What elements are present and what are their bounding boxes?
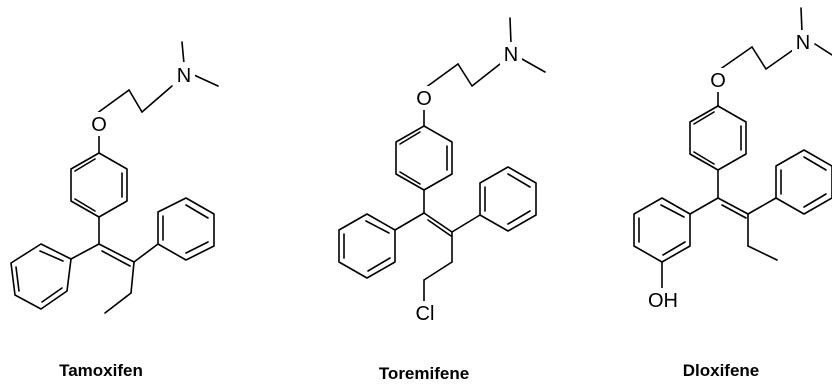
side-chain-tamoxifen	[95, 41, 219, 115]
phenyl-ring-para	[395, 125, 453, 191]
alkene-core	[70, 216, 159, 314]
phenyl-ring-right	[775, 149, 832, 215]
oxygen-label: O	[91, 114, 107, 136]
oxygen-label: O	[416, 88, 432, 110]
phenyl-ring-para	[689, 105, 747, 171]
molecule-tamoxifen: O N	[10, 41, 219, 314]
phenyl-ring-left	[338, 213, 396, 279]
molecule-name-tamoxifen: Tamoxifen	[59, 361, 143, 380]
chlorine-label: Cl	[416, 303, 435, 325]
phenyl-ring-right	[479, 166, 537, 232]
phenyl-ring-para	[70, 152, 128, 218]
alkene-core	[394, 189, 481, 302]
phenyl-ring-left	[10, 243, 72, 310]
side-chain-toremifene	[424, 17, 546, 89]
molecule-toremifene: O N Cl	[338, 17, 546, 325]
nitrogen-label: N	[796, 32, 810, 54]
alkene-core	[689, 169, 778, 261]
molecule-dloxifene: O N OH	[633, 7, 832, 312]
phenyl-ring-right	[157, 197, 215, 261]
molecule-name-toremifene: Toremifene	[379, 364, 469, 383]
side-chain-dloxifene	[718, 7, 832, 71]
hydroxyphenyl-ring	[633, 197, 691, 289]
oxygen-label: O	[710, 70, 726, 92]
hydroxyl-label: OH	[648, 290, 678, 312]
nitrogen-label: N	[177, 65, 191, 87]
molecule-name-dloxifene: Dloxifene	[683, 361, 760, 380]
nitrogen-label: N	[504, 44, 518, 66]
